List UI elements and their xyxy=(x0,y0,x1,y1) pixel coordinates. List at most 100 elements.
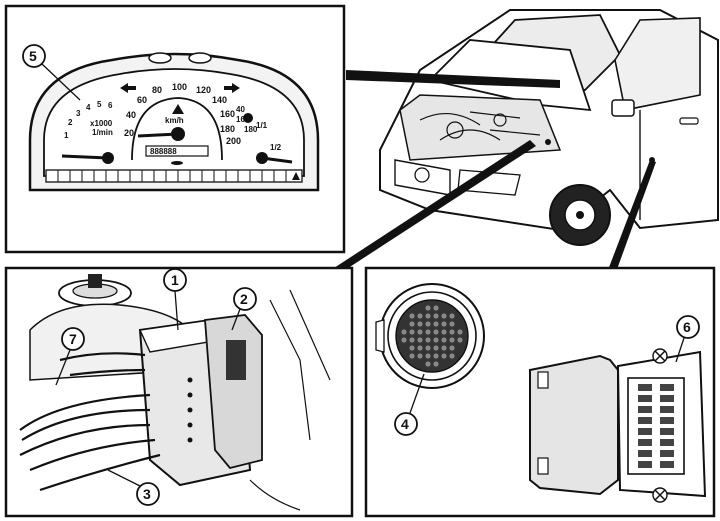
socket-contact xyxy=(660,384,674,391)
panel-instrument-cluster: 20 40 60 80 100 120 140 160 180 200 km/h… xyxy=(4,4,346,254)
connector-pin xyxy=(425,353,431,359)
connector-pin xyxy=(417,329,423,335)
connector-pin xyxy=(441,337,447,343)
right-tick-40: 40 xyxy=(236,105,245,114)
right-tick-160: 160 xyxy=(236,115,250,124)
connector-pin xyxy=(433,329,439,335)
connector-pin xyxy=(425,329,431,335)
rpm-tick-1: 1 xyxy=(64,131,69,140)
speedometer-needle xyxy=(137,132,179,138)
connector-pin xyxy=(417,313,423,319)
socket-contact xyxy=(660,461,674,468)
fuel-gauge-needle xyxy=(261,156,293,164)
callout-1-label: 1 xyxy=(171,272,179,288)
connector-pin xyxy=(449,353,455,359)
connector-pins xyxy=(401,305,463,367)
socket-contact xyxy=(660,417,674,424)
van-illustration xyxy=(334,9,719,272)
speed-tick-140: 140 xyxy=(212,95,227,105)
socket-contact xyxy=(638,461,652,468)
leader-to-abs xyxy=(334,140,536,272)
connector-pin xyxy=(409,313,415,319)
fuel-half-label: 1/2 xyxy=(270,143,282,152)
socket-contact xyxy=(660,406,674,413)
connector-pin xyxy=(457,337,463,343)
connector-pin xyxy=(449,313,455,319)
connector-pin xyxy=(409,337,415,343)
callout-3-circle xyxy=(136,482,160,506)
speed-tick-200: 200 xyxy=(226,136,241,146)
odometer-text: 888888 xyxy=(150,147,177,156)
tachometer-needle xyxy=(61,154,109,160)
rpm-scale-label: x1000 xyxy=(90,119,113,128)
connector-pin xyxy=(433,361,439,367)
callout-7-label: 7 xyxy=(69,331,77,347)
connector-pin xyxy=(433,305,439,311)
callout-2-label: 2 xyxy=(240,291,248,307)
rectangular-connector xyxy=(529,354,619,496)
rpm-tick-2: 2 xyxy=(68,118,73,127)
abs-control-module xyxy=(204,314,263,470)
odometer-display xyxy=(145,145,209,157)
fuel-gauge: 40 160 180 1/1 1/2 xyxy=(236,105,293,164)
callout-7-circle xyxy=(61,327,85,351)
rpm-tick-4: 4 xyxy=(86,103,91,112)
connector-pin xyxy=(425,361,431,367)
warning-light-strip xyxy=(57,170,287,182)
connector-pin xyxy=(433,345,439,351)
connector-pin xyxy=(401,329,407,335)
speed-tick-60: 60 xyxy=(137,95,147,105)
connector-pin xyxy=(409,329,415,335)
socket-contact xyxy=(638,384,652,391)
callout-5-label: 5 xyxy=(29,48,37,64)
connector-pin xyxy=(441,329,447,335)
socket-contacts xyxy=(638,384,674,468)
connector-pin xyxy=(441,321,447,327)
callout-6-circle xyxy=(676,315,700,339)
left-turn-arrow-icon xyxy=(120,83,128,93)
socket-contact xyxy=(638,406,652,413)
callout-4-label: 4 xyxy=(401,416,409,432)
speed-tick-180: 180 xyxy=(220,124,235,134)
connector-pin xyxy=(417,345,423,351)
socket-contact xyxy=(638,439,652,446)
speed-tick-100: 100 xyxy=(172,82,187,92)
connector-pin xyxy=(425,337,431,343)
socket-contact xyxy=(638,450,652,457)
connector-pin xyxy=(417,353,423,359)
connector-pin xyxy=(425,345,431,351)
callout-5-circle xyxy=(22,44,46,68)
connector-pin xyxy=(449,321,455,327)
connector-pin xyxy=(449,329,455,335)
brand-emblem-icon xyxy=(414,167,430,183)
connector-pin xyxy=(433,321,439,327)
socket-contact xyxy=(660,395,674,402)
unit-label: km/h xyxy=(165,116,184,125)
right-tick-180: 180 xyxy=(244,125,258,134)
connector-pin xyxy=(433,313,439,319)
warning-triangle-icon xyxy=(172,104,184,114)
speed-tick-20: 20 xyxy=(124,128,134,138)
panel-abs-unit: 1 2 7 3 xyxy=(4,266,354,518)
callout-4-circle xyxy=(394,412,418,436)
socket-contact xyxy=(638,395,652,402)
speed-tick-160: 160 xyxy=(220,109,235,119)
callout-2-circle xyxy=(233,287,257,311)
socket-contact xyxy=(660,450,674,457)
callout-6-label: 6 xyxy=(683,319,691,335)
callout-3-label: 3 xyxy=(143,486,151,502)
connector-pin xyxy=(433,337,439,343)
connector-pin xyxy=(425,305,431,311)
connector-pin xyxy=(409,353,415,359)
connector-pin xyxy=(425,313,431,319)
connector-pin xyxy=(401,337,407,343)
speed-tick-120: 120 xyxy=(196,85,211,95)
speed-tick-40: 40 xyxy=(126,110,136,120)
connector-pin xyxy=(425,321,431,327)
socket-contact xyxy=(660,439,674,446)
leader-to-connector xyxy=(608,160,656,272)
rpm-tick-3: 3 xyxy=(76,109,81,118)
connector-pin xyxy=(417,337,423,343)
connector-pin xyxy=(441,353,447,359)
